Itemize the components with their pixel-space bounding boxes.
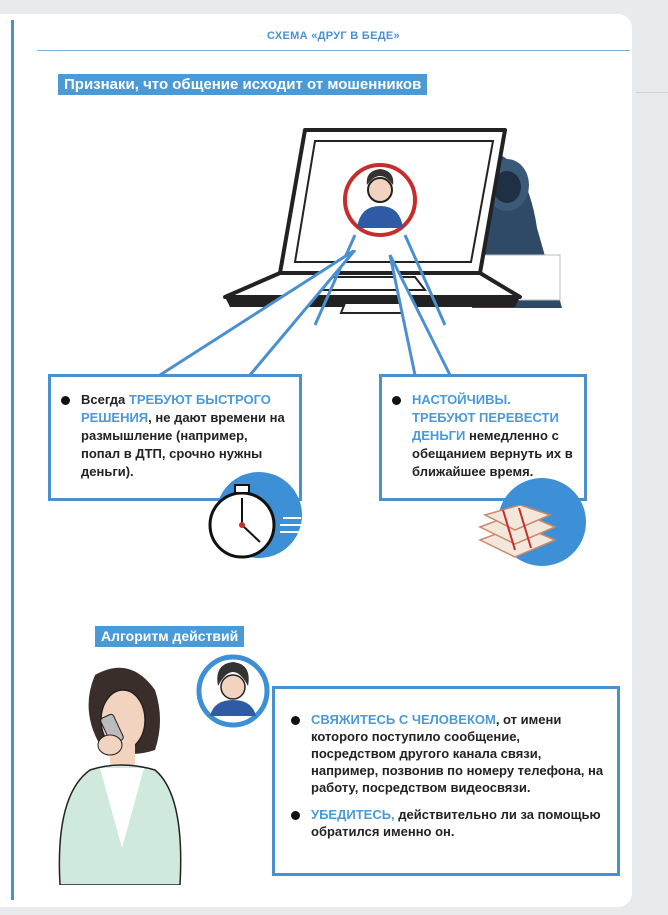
algorithm-step-1: СВЯЖИТЕСЬ С ЧЕЛОВЕКОМ, от имени которого… — [289, 711, 607, 796]
speech-tails — [159, 250, 452, 377]
section-title-algorithm: Алгоритм действий — [95, 626, 245, 647]
divider — [636, 92, 668, 93]
algorithm-step-2: УБЕДИТЕСЬ, действительно ли за помощью о… — [289, 806, 607, 840]
sign-box-urgency: Всегда ТРЕБУЮТ БЫСТРОГО РЕШЕНИЯ, не дают… — [48, 374, 302, 501]
money-stack-icon — [478, 505, 557, 558]
stopwatch-icon — [208, 484, 305, 559]
avatar-circle — [196, 654, 270, 728]
header-divider — [37, 50, 630, 51]
woman-on-phone-illustration — [58, 667, 182, 885]
page-header: СХЕМА «ДРУГ В БЕДЕ» — [267, 30, 400, 42]
section-title-signs: Признаки, что общение исходит от мошенни… — [58, 74, 428, 95]
algorithm-box: СВЯЖИТЕСЬ С ЧЕЛОВЕКОМ, от имени которого… — [272, 686, 620, 876]
laptop-scammer-illustration — [223, 128, 562, 326]
left-accent-line — [11, 20, 14, 900]
